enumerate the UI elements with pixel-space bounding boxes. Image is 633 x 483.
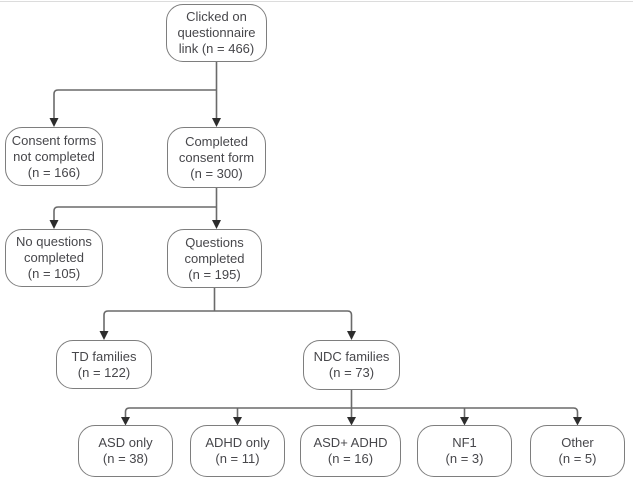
top-border-line	[0, 1, 633, 2]
node-no-questions-completed: No questions completed (n = 105)	[5, 229, 103, 287]
node-td-families: TD families (n = 122)	[56, 340, 152, 389]
node-label-line: No questions	[16, 234, 92, 249]
node-label-line: consent form	[178, 149, 255, 165]
node-label-line: (n = 73)	[328, 365, 375, 380]
node-label-line: Completed	[185, 133, 248, 149]
node-label-line: (n = 195)	[188, 266, 241, 282]
node-asd-plus-adhd: ASD+ ADHD (n = 16)	[300, 425, 401, 477]
node-label-line: (n = 11)	[215, 451, 260, 466]
node-label-line: (n = 16)	[327, 451, 374, 466]
node-other: Other (n = 5)	[530, 425, 625, 477]
node-label-line: NDC families	[313, 349, 390, 364]
node-completed-consent-form: Completed consent form (n = 300)	[167, 127, 266, 188]
edge-clicked-to-completed-consent	[212, 62, 221, 127]
edge-completed-consent-to-no-questions	[49, 206, 217, 229]
edge-ndc-to-other	[351, 407, 582, 426]
edge-ndc-to-nf1	[460, 408, 469, 426]
node-label-line: Other	[561, 435, 594, 450]
node-label-line: (n = 5)	[558, 451, 597, 466]
node-consent-forms-not-completed: Consent forms not completed (n = 166)	[5, 127, 103, 186]
node-label-line: (n = 122)	[77, 364, 131, 380]
node-adhd-only: ADHD only (n = 11)	[190, 425, 285, 477]
node-asd-only: ASD only (n = 38)	[78, 425, 173, 477]
node-questions-completed: Questions completed (n = 195)	[167, 229, 262, 288]
node-label-line: (n = 300)	[190, 165, 243, 181]
node-label-line: Consent forms	[11, 132, 97, 148]
node-label-line: ASD+ ADHD	[313, 435, 388, 450]
node-label-line: ASD only	[98, 435, 153, 450]
node-ndc-families: NDC families (n = 73)	[303, 340, 400, 390]
node-label-line: NF1	[452, 435, 477, 450]
node-label-line: not completed	[13, 148, 95, 164]
edge-ndc-to-asd-only	[121, 407, 352, 426]
node-label-line: questionnaire	[177, 25, 256, 40]
node-label-line: completed	[24, 250, 84, 265]
node-label-line: (n = 105)	[27, 266, 81, 281]
node-label-line: link (n = 466)	[178, 41, 255, 56]
edge-completed-consent-to-questions-completed	[212, 188, 221, 229]
node-clicked-questionnaire-link: Clicked on questionnaire link (n = 466)	[166, 4, 267, 62]
edge-clicked-to-consent-not-completed	[49, 89, 217, 127]
node-nf1: NF1 (n = 3)	[417, 425, 512, 477]
node-label-line: (n = 38)	[102, 451, 149, 466]
node-label-line: Questions	[185, 234, 244, 250]
node-label-line: Clicked on	[186, 9, 247, 24]
node-label-line: completed	[184, 250, 245, 266]
edge-questions-to-td-families	[99, 288, 216, 340]
node-label-line: (n = 3)	[445, 451, 484, 466]
node-label-line: ADHD only	[205, 435, 270, 450]
edge-ndc-to-asd-adhd	[347, 390, 356, 426]
edge-ndc-to-adhd-only	[233, 408, 242, 426]
node-label-line: TD families	[71, 348, 137, 364]
edge-questions-to-ndc-families	[214, 310, 356, 340]
node-label-line: (n = 166)	[27, 164, 81, 180]
